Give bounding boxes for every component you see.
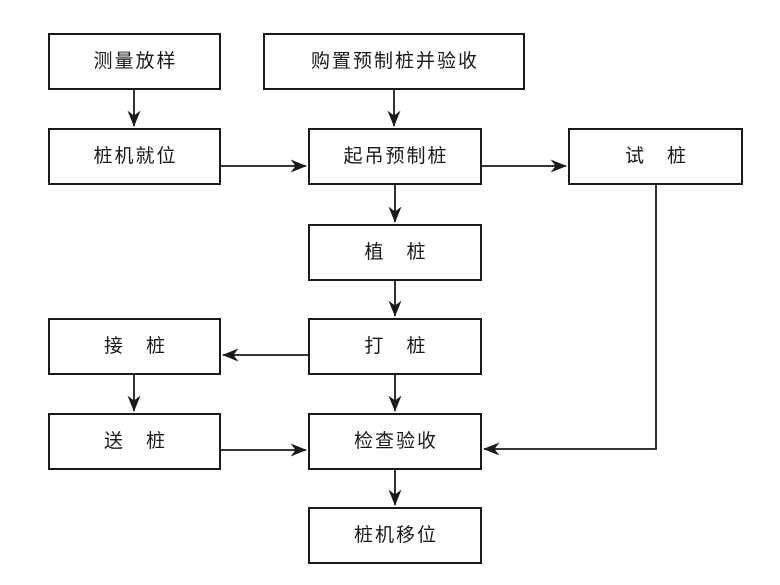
node-rig-in-position: 桩机就位 [48, 128, 221, 185]
node-plant-pile: 植 桩 [308, 224, 482, 281]
node-inspection-acceptance-label: 检查验收 [353, 430, 438, 452]
node-lift-precast-pile: 起吊预制桩 [308, 128, 482, 185]
arrow-test-to-inspect [483, 185, 657, 456]
node-drive-pile: 打 桩 [308, 318, 482, 375]
node-rig-relocate-label: 桩机移位 [353, 524, 438, 546]
node-survey: 测量放样 [48, 33, 221, 90]
node-test-pile-label: 试 桩 [624, 145, 688, 167]
node-plant-pile-label: 植 桩 [364, 241, 428, 263]
node-purchase-label: 购置预制桩并验收 [310, 50, 479, 72]
node-inspection-acceptance: 检查验收 [308, 413, 482, 470]
node-purchase-precast-piles: 购置预制桩并验收 [263, 33, 525, 90]
node-drive-pile-label: 打 桩 [364, 335, 428, 357]
node-splice-pile: 接 桩 [48, 318, 221, 375]
node-survey-label: 测量放样 [93, 50, 178, 72]
node-rig-relocate: 桩机移位 [308, 507, 482, 564]
node-lift-precast-pile-label: 起吊预制桩 [343, 145, 449, 167]
node-send-pile-label: 送 桩 [103, 430, 167, 452]
node-rig-in-position-label: 桩机就位 [93, 145, 178, 167]
node-test-pile: 试 桩 [568, 128, 743, 185]
node-splice-pile-label: 接 桩 [103, 335, 167, 357]
node-send-pile: 送 桩 [48, 413, 221, 470]
